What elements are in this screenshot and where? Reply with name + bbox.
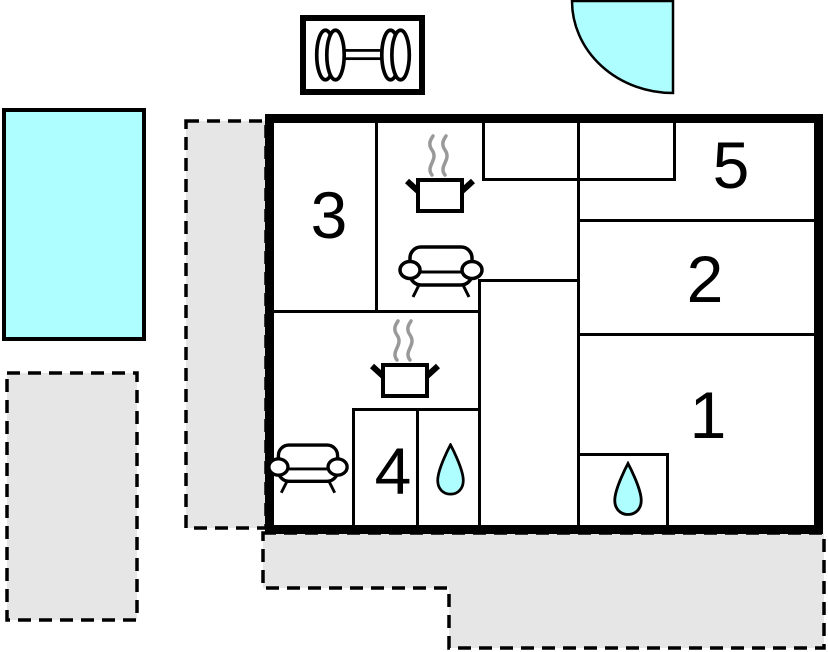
water-drop-icon xyxy=(613,461,643,516)
interior-wall xyxy=(274,310,481,313)
interior-wall xyxy=(478,279,580,282)
pool xyxy=(2,108,146,341)
sofa-icon xyxy=(267,443,349,494)
sofa-icon xyxy=(398,245,484,298)
interior-wall xyxy=(673,123,676,181)
room-label-3: 3 xyxy=(310,178,348,252)
dumbbell-icon xyxy=(314,28,411,82)
interior-wall xyxy=(482,123,485,181)
room-label-2: 2 xyxy=(686,242,724,316)
building-outline xyxy=(265,114,823,534)
interior-wall xyxy=(416,408,419,525)
interior-wall xyxy=(580,333,814,336)
interior-wall xyxy=(577,123,580,525)
interior-wall xyxy=(580,453,669,456)
interior-wall xyxy=(352,408,355,525)
terrace-area xyxy=(5,371,139,622)
fitness-room-box xyxy=(300,15,425,95)
interior-wall xyxy=(478,279,481,525)
stove-icon xyxy=(370,319,440,398)
interior-wall xyxy=(375,123,378,313)
interior-wall xyxy=(666,453,669,525)
terrace-area xyxy=(261,531,826,650)
room-label-4: 4 xyxy=(374,434,412,508)
room-label-5: 5 xyxy=(712,128,750,202)
terrace-area xyxy=(184,119,268,530)
door-swing-icon xyxy=(570,0,675,95)
room-label-1: 1 xyxy=(689,378,727,452)
stove-icon xyxy=(405,134,475,213)
water-drop-icon xyxy=(436,443,465,496)
interior-wall xyxy=(580,219,814,222)
